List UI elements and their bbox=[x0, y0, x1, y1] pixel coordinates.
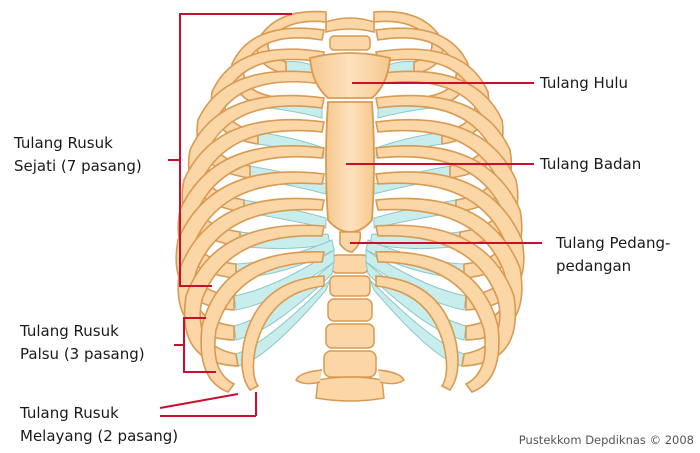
floating-ribs-label: Tulang Rusuk Melayang (2 pasang) bbox=[20, 402, 178, 448]
copyright-credit: Pustekkom Depdiknas © 2008 bbox=[519, 433, 694, 447]
vertebra-top bbox=[330, 36, 370, 50]
true-ribs-label: Tulang Rusuk Sejati (7 pasang) bbox=[14, 132, 142, 178]
clavicular-notch bbox=[326, 18, 374, 32]
vertebra bbox=[326, 324, 374, 348]
vertebra bbox=[330, 276, 370, 296]
lumbar-vertebra bbox=[316, 377, 384, 401]
vertebra bbox=[332, 255, 368, 273]
manubrium bbox=[310, 53, 390, 98]
transverse-process-right bbox=[378, 370, 404, 384]
sternum-body bbox=[326, 102, 374, 232]
vertebra bbox=[324, 351, 376, 377]
vertebra bbox=[328, 299, 372, 321]
transverse-process-left bbox=[296, 370, 322, 384]
manubrium-label: Tulang Hulu bbox=[540, 72, 628, 95]
sternum-body-label: Tulang Badan bbox=[540, 153, 641, 176]
xiphoid-label: Tulang Pedang- pedangan bbox=[556, 232, 670, 278]
false-ribs-label: Tulang Rusuk Palsu (3 pasang) bbox=[20, 320, 145, 366]
